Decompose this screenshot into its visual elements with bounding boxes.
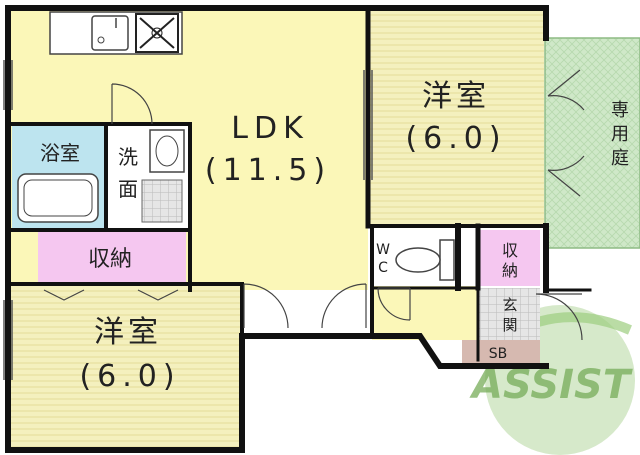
bathtub-icon: [17, 173, 99, 223]
hall-floor: [372, 286, 478, 340]
storage-small-label-2: 納: [502, 261, 518, 280]
shoe-box-label: SB: [489, 346, 508, 362]
bath-label: 浴室: [40, 141, 80, 165]
washroom-label-2: 面: [118, 177, 138, 201]
watermark-text: ASSIST: [469, 362, 633, 408]
wash-basin-icon: [141, 129, 185, 223]
private-garden-label-2: 用: [611, 124, 629, 145]
kitchen-sink-icon: [91, 15, 129, 51]
toilet-icon: [395, 239, 455, 281]
storage-main-label: 収納: [88, 247, 132, 272]
ldk-size: (11.5): [205, 153, 331, 188]
washroom-label-1: 洗: [118, 145, 138, 169]
walls: [5, 5, 592, 453]
western-room-west-floor: [8, 284, 242, 450]
shoe-box-area: [462, 340, 540, 364]
ldk-label: LDK: [231, 111, 309, 146]
toilet-label-2: C: [378, 260, 388, 276]
doors: [43, 69, 585, 341]
western-room-east-size: (6.0): [405, 121, 506, 156]
windows: [3, 60, 373, 380]
storage-small-area: [478, 230, 540, 286]
toilet-label-1: W: [376, 242, 390, 258]
private-garden-label-1: 専: [611, 100, 629, 121]
entrance-label-2: 関: [502, 316, 517, 334]
western-room-east-floor: [368, 8, 544, 226]
entrance-floor: [478, 288, 540, 340]
western-room-east-label: 洋室: [422, 79, 490, 114]
private-garden-area: [544, 37, 640, 249]
storage-small-label-1: 収: [502, 241, 518, 260]
private-garden-label-3: 庭: [611, 148, 629, 169]
storage-main-area: [38, 230, 186, 284]
western-room-west-size: (6.0): [79, 359, 180, 394]
entrance-label-1: 玄: [502, 296, 517, 314]
stove-icon: [135, 13, 179, 53]
western-room-west-label: 洋室: [94, 315, 162, 350]
